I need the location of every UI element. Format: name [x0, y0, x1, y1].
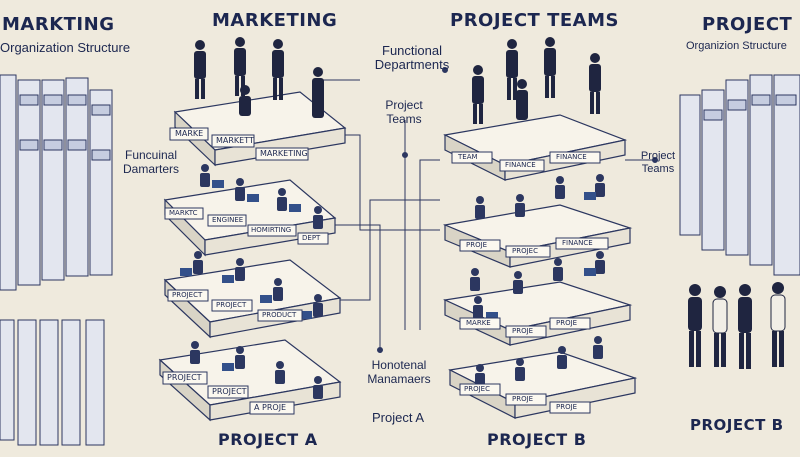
- annotation-project-teams-center-text: Project Teams: [385, 98, 423, 126]
- left-sign-t4-3: A PROJE: [254, 403, 287, 412]
- left-sign-plates: [162, 127, 329, 415]
- right-sign-t1-3: FINANCE: [556, 153, 587, 161]
- right-sign-t1-2: FINANCE: [505, 161, 536, 169]
- left-sign-t3-3: PRODUCT: [262, 311, 297, 319]
- right-sign-t2-1: PROJE: [466, 241, 488, 249]
- left-sign-t2-1: MARKTC: [169, 209, 198, 217]
- standing-people: [194, 37, 786, 369]
- annotation-functional-departments-text: Functional Departments: [374, 43, 450, 72]
- right-sign-t4-3: PROJE: [556, 403, 578, 411]
- left-sign-t4-1: PROJECT: [167, 373, 202, 382]
- left-sign-t1-2: MARKETT: [216, 136, 254, 145]
- left-sign-t2-2: ENGINEE: [212, 216, 244, 224]
- annotation-project-teams-center: Project Teams: [376, 98, 432, 126]
- left-sign-t3-1: PROJECT: [172, 291, 203, 299]
- left-sign-t2-3: HOMIRTING: [251, 226, 292, 234]
- left-heading: MARKTING: [2, 14, 115, 35]
- right-sign-plates: [451, 151, 609, 414]
- left-sign-t4-2: PROJECT: [212, 387, 247, 396]
- footer-project-b-right: PROJECT B: [690, 416, 784, 434]
- right-heading: PROJECT: [702, 14, 793, 35]
- right-sign-t2-2: PROJEC: [512, 247, 538, 255]
- left-sign-t2-4: DEPT: [302, 234, 321, 242]
- right-sign-t1-1: TEAM: [458, 153, 478, 161]
- right-sign-t3-2: PROJE: [512, 327, 534, 335]
- annotation-project-teams-right-text: Project Teams: [640, 150, 676, 175]
- left-subheading: Organization Structure: [0, 40, 131, 55]
- project-teams-heading: PROJECT TEAMS: [450, 10, 619, 31]
- annotation-functional-managers: Honotenal Manamaers: [352, 358, 446, 386]
- left-sign-t3-2: PROJECT: [216, 301, 247, 309]
- right-sign-t3-3: PROJE: [556, 319, 578, 327]
- marketing-heading: MARKETING: [212, 10, 338, 31]
- annotation-functional-damarters-text: Funcuinal Damarters: [122, 148, 179, 176]
- right-sign-t4-1: PROJEC: [464, 385, 490, 393]
- annotation-functional-departments: Functional Departments: [368, 44, 456, 72]
- footer-project-a: PROJECT A: [218, 430, 318, 449]
- left-sign-t1-3: MARKETING: [260, 149, 308, 158]
- footer-project-b-center: PROJECT B: [487, 430, 587, 449]
- annotation-functional-damarters: Funcuinal Damarters: [118, 148, 184, 176]
- right-sign-t4-2: PROJE: [512, 395, 534, 403]
- right-filing-shelves: [679, 74, 800, 276]
- left-sign-t1-1: MARKE: [175, 129, 204, 138]
- seated-workers: [180, 164, 605, 399]
- annotation-functional-managers-text: Honotenal Manamaers: [367, 358, 431, 386]
- left-filing-shelves: [0, 74, 113, 446]
- right-sign-t2-3: FINANCE: [562, 239, 593, 247]
- annotation-project-a: Project A: [372, 410, 425, 425]
- annotation-project-teams-right: Project Teams: [634, 150, 682, 176]
- right-sign-t3-1: MARKE: [466, 319, 491, 327]
- right-subheading: Organizion Structure: [686, 40, 787, 52]
